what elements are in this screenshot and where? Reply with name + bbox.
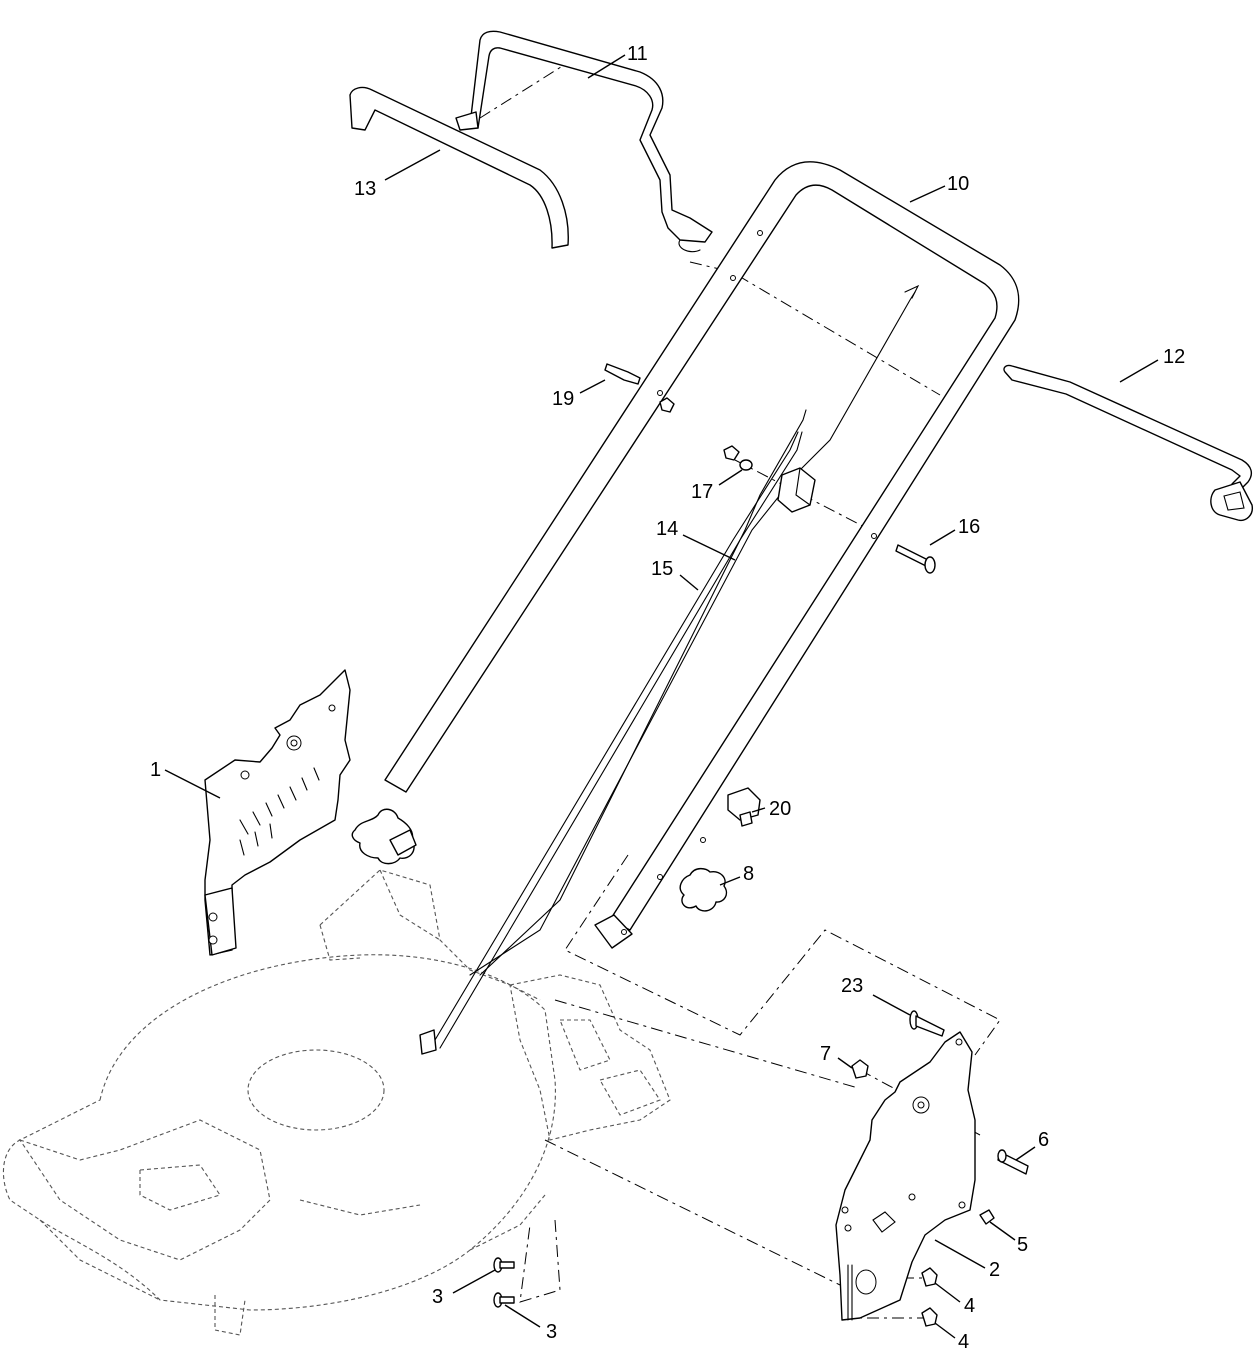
bail-bar-part-11[interactable] (455, 30, 713, 253)
handle-knob-part-8[interactable] (679, 867, 728, 912)
cable-clamp[interactable] (777, 467, 816, 513)
callout-5: 5 (1017, 1234, 1028, 1256)
upper-handle-part-10[interactable] (384, 161, 1020, 949)
callout-2: 2 (989, 1259, 1000, 1281)
callout-20: 20 (769, 798, 791, 820)
callout-19: 19 (552, 388, 574, 410)
spacer-part-20[interactable] (727, 787, 761, 827)
handle-grip-part-13[interactable] (349, 86, 569, 249)
callout-3-upper: 3 (432, 1286, 443, 1308)
callout-23: 23 (841, 975, 863, 997)
callout-1: 1 (150, 759, 161, 781)
callout-11: 11 (627, 43, 648, 65)
nut-part-4-upper[interactable] (921, 1267, 938, 1287)
drive-bail-part-12[interactable] (1003, 364, 1253, 522)
handle-knob-left[interactable] (351, 808, 417, 865)
bolt-part-3-lower[interactable] (493, 1292, 515, 1308)
callout-17: 17 (691, 481, 713, 503)
callout-labels: 1 2 3 3 4 4 5 6 7 8 10 11 12 13 14 15 16… (150, 43, 1185, 1353)
callout-8: 8 (743, 863, 754, 885)
bolt-part-3-upper[interactable] (493, 1257, 515, 1273)
nut-part-4-lower[interactable] (921, 1307, 938, 1327)
callout-4-lower: 4 (958, 1331, 969, 1353)
nut-part-7[interactable] (851, 1059, 869, 1079)
screw-part-5[interactable] (979, 1209, 995, 1225)
right-handle-bracket-part-2[interactable] (835, 1031, 976, 1321)
callout-16: 16 (958, 516, 980, 538)
drive-cable-part-15[interactable] (419, 284, 920, 1055)
callout-14: 14 (656, 518, 678, 540)
cable-clip-part-19[interactable] (604, 363, 675, 413)
shoulder-bolt-part-23[interactable] (909, 1010, 945, 1037)
pin-part-6[interactable] (997, 1149, 1029, 1175)
callout-4-upper: 4 (964, 1295, 975, 1317)
mower-deck-outline (2, 869, 671, 1336)
callout-10: 10 (947, 173, 969, 195)
callout-12: 12 (1163, 346, 1185, 368)
callout-leaders (164, 54, 1159, 1339)
carriage-bolt-part-16[interactable] (895, 544, 936, 574)
callout-6: 6 (1038, 1129, 1049, 1151)
washer-part-17[interactable] (723, 445, 753, 471)
left-handle-bracket-part-1[interactable] (204, 669, 351, 956)
callout-13: 13 (354, 178, 376, 200)
callout-7: 7 (820, 1043, 831, 1065)
callout-3-lower: 3 (546, 1321, 557, 1343)
callout-15: 15 (651, 558, 673, 580)
